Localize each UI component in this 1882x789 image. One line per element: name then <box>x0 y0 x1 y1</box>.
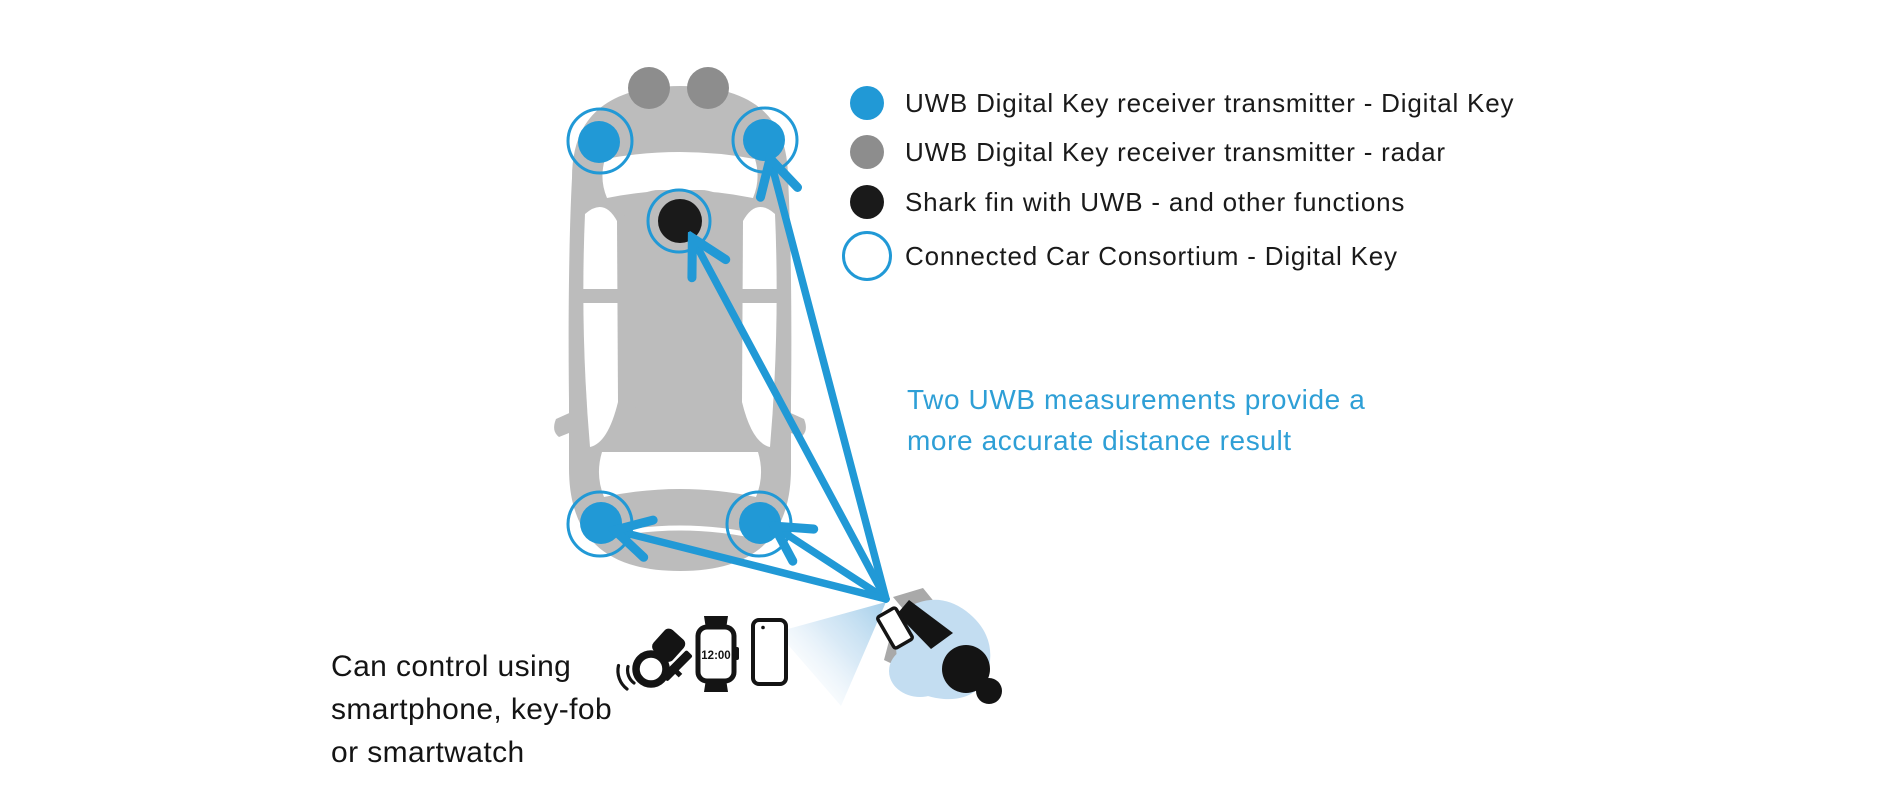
uwb-dot <box>739 502 781 544</box>
measurement-arrows <box>618 162 890 603</box>
blue-dot-icon <box>850 86 884 120</box>
legend-label: UWB Digital Key receiver transmitter - D… <box>905 87 1515 118</box>
blue-ring-icon <box>842 231 892 281</box>
legend-label: Connected Car Consortium - Digital Key <box>905 240 1398 271</box>
car-mirror-left <box>554 410 579 437</box>
arrow-to-front-right-sensor <box>771 162 890 603</box>
person-phone <box>876 606 914 650</box>
uwb-dot <box>578 121 620 163</box>
car-illustration <box>554 86 806 571</box>
black-dot-icon <box>850 185 884 219</box>
smartwatch-icon: 12:00 <box>695 616 739 692</box>
person-figure <box>876 588 1002 704</box>
legend-item-shark-fin: Shark fin with UWB - and other functions <box>841 177 1405 227</box>
control-note-line1: Can control using <box>331 650 572 683</box>
car-b-pillar-left <box>580 289 626 303</box>
key-fob-icon <box>616 628 693 691</box>
person-arm <box>897 600 953 649</box>
control-note: Can control using smartphone, key-fob or… <box>331 645 612 774</box>
car-rear-window <box>602 152 758 198</box>
uwb-dot <box>580 502 622 544</box>
measurement-note: Two UWB measurements provide a more accu… <box>907 379 1365 461</box>
phone-camera-dot <box>761 625 765 630</box>
arrow-to-rear-left-sensor <box>618 531 890 603</box>
arrow-to-shark-fin <box>694 241 890 603</box>
smartphone-icon <box>751 618 788 686</box>
person-hair-bun <box>976 678 1002 704</box>
ccc-ring <box>646 188 712 254</box>
control-note-line2: smartphone, key-fob <box>331 693 613 726</box>
control-note-line3: or smartwatch <box>331 736 525 769</box>
smartwatch-time: 12:00 <box>701 650 730 662</box>
person-body-lower <box>889 645 951 697</box>
uwb-beam <box>777 602 886 706</box>
person-head <box>942 645 990 693</box>
measurement-note-line2: more accurate distance result <box>907 425 1292 456</box>
uwb-dot <box>743 119 785 161</box>
car-windshield <box>598 452 762 497</box>
shark-fin-dot <box>658 199 702 243</box>
legend-label: UWB Digital Key receiver transmitter - r… <box>905 136 1446 167</box>
measurement-note-line1: Two UWB measurements provide a <box>907 384 1366 415</box>
arrow-to-rear-right-sensor <box>777 528 890 603</box>
car-side-window-left <box>583 206 618 447</box>
gray-dot-icon <box>850 135 884 169</box>
signal-waves-icon <box>616 663 643 691</box>
legend-label: Shark fin with UWB - and other functions <box>905 186 1406 217</box>
legend-item-uwb-radar: UWB Digital Key receiver transmitter - r… <box>841 127 1446 177</box>
uwb-sensor-front-left <box>566 107 634 175</box>
radar-sensor-left <box>628 67 670 109</box>
legend-item-ccc-digital-key: Connected Car Consortium - Digital Key <box>841 231 1398 281</box>
car-side-window-right <box>742 206 777 447</box>
car-b-pillar-right <box>734 289 780 303</box>
ccc-ring <box>566 107 634 175</box>
legend-item-uwb-digital-key: UWB Digital Key receiver transmitter - D… <box>841 78 1514 128</box>
radar-sensor-right <box>687 67 729 109</box>
